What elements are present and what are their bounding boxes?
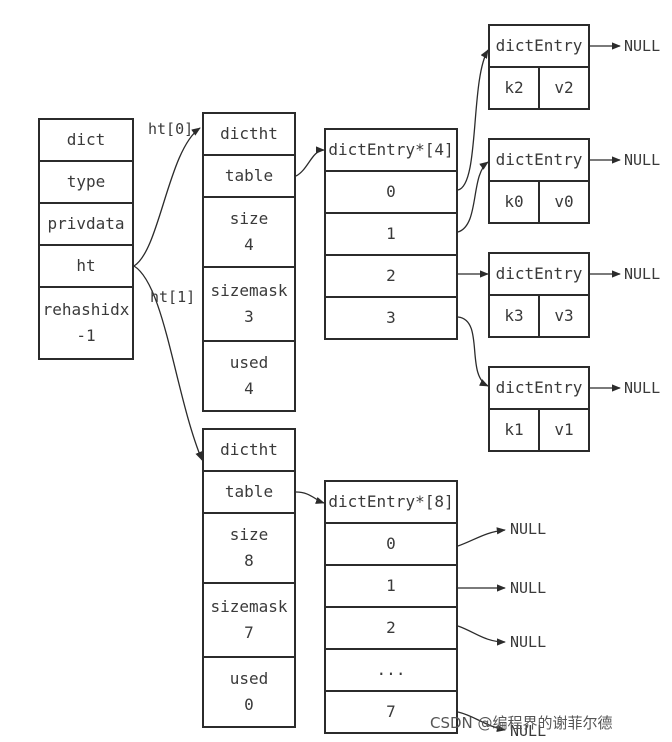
dict-cell-rehashidx: rehashidx -1 bbox=[38, 286, 134, 360]
ht0-cell-sizemask: sizemask 3 bbox=[202, 266, 296, 342]
ht1-cell-sizemask: sizemask 7 bbox=[202, 582, 296, 658]
table8-title: dictEntry*[8] bbox=[324, 480, 458, 524]
arrow-t8-7-null bbox=[457, 711, 506, 732]
arrow-bucket1-k0 bbox=[457, 161, 489, 233]
ht1-cell-dictht: dictht bbox=[202, 428, 296, 472]
entry-k1-next-null: NULL bbox=[624, 379, 661, 397]
entry-k1-key: k1 bbox=[488, 408, 540, 452]
arrow-t8-2-null bbox=[457, 625, 506, 646]
entry-k1-title: dictEntry bbox=[488, 366, 590, 410]
ht1-cell-table: table bbox=[202, 470, 296, 514]
table8-bucket-7: 7 bbox=[324, 690, 458, 734]
entry-k1-value: v1 bbox=[538, 408, 590, 452]
table8-null-2: NULL bbox=[510, 633, 547, 651]
table8-bucket-2: 2 bbox=[324, 606, 458, 650]
arrow-ht-to-ht1 bbox=[133, 265, 203, 461]
table4-bucket-2: 2 bbox=[324, 254, 458, 298]
entry-k2-key: k2 bbox=[488, 66, 540, 110]
dict-cell-type: type bbox=[38, 160, 134, 204]
entry-k3-value: v3 bbox=[538, 294, 590, 338]
entry-k0-title: dictEntry bbox=[488, 138, 590, 182]
entry-k3-title: dictEntry bbox=[488, 252, 590, 296]
arrow-ht1-table bbox=[295, 491, 325, 504]
dict-cell-privdata: privdata bbox=[38, 202, 134, 246]
dict-cell-header: dict bbox=[38, 118, 134, 162]
arrow-t8-0-null bbox=[457, 527, 506, 547]
arrow-ht0-table bbox=[295, 146, 325, 177]
table8-bucket-ellipsis: ... bbox=[324, 648, 458, 692]
table8-null-1: NULL bbox=[510, 579, 547, 597]
entry-k2-title: dictEntry bbox=[488, 24, 590, 68]
ht1-label: ht[1] bbox=[150, 288, 196, 306]
ht0-cell-table: table bbox=[202, 154, 296, 198]
entry-k3-key: k3 bbox=[488, 294, 540, 338]
entry-k2-value: v2 bbox=[538, 66, 590, 110]
ht0-cell-dictht: dictht bbox=[202, 112, 296, 156]
ht1-cell-size: size 8 bbox=[202, 512, 296, 584]
entry-k0-next-null: NULL bbox=[624, 151, 661, 169]
ht0-cell-size: size 4 bbox=[202, 196, 296, 268]
watermark: CSDN @编程界的谢菲尔德 bbox=[430, 714, 613, 732]
entry-k2-next-null: NULL bbox=[624, 37, 661, 55]
arrow-bucket3-k1 bbox=[457, 316, 489, 387]
table8-null-0: NULL bbox=[510, 520, 547, 538]
table8-bucket-0: 0 bbox=[324, 522, 458, 566]
table4-bucket-0: 0 bbox=[324, 170, 458, 214]
ht0-label: ht[0] bbox=[148, 120, 194, 138]
arrow-ht-to-ht0 bbox=[133, 127, 201, 267]
arrow-bucket0-k2 bbox=[457, 49, 489, 191]
ht0-cell-used: used 4 bbox=[202, 340, 296, 412]
dict-cell-ht: ht bbox=[38, 244, 134, 288]
table4-bucket-1: 1 bbox=[324, 212, 458, 256]
entry-k0-key: k0 bbox=[488, 180, 540, 224]
entry-k0-value: v0 bbox=[538, 180, 590, 224]
table4-bucket-3: 3 bbox=[324, 296, 458, 340]
ht1-cell-used: used 0 bbox=[202, 656, 296, 728]
table4-title: dictEntry*[4] bbox=[324, 128, 458, 172]
table8-bucket-1: 1 bbox=[324, 564, 458, 608]
table8-null-7: NULL bbox=[510, 722, 547, 740]
entry-k3-next-null: NULL bbox=[624, 265, 661, 283]
